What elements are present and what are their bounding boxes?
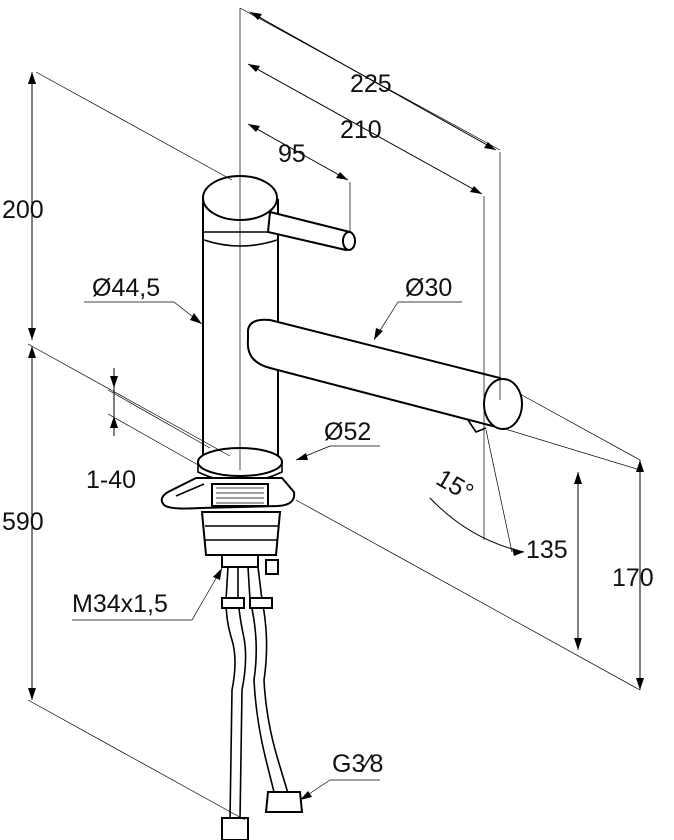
dim-label-200: 200 xyxy=(2,196,44,224)
dim-label-connection: G3⁄8 xyxy=(332,750,383,778)
spout xyxy=(246,318,523,433)
dimension-lines xyxy=(27,7,644,821)
dim-label-95: 95 xyxy=(278,140,306,168)
dim-label-590: 590 xyxy=(2,508,44,536)
dim-label-deck-thickness: 1-40 xyxy=(86,466,136,494)
dim-label-170: 170 xyxy=(612,564,654,592)
lever-handle xyxy=(266,210,356,252)
leader-lines xyxy=(72,301,462,801)
dim-label-spout-angle: 15° xyxy=(431,464,478,507)
dim-label-spout-diameter: Ø30 xyxy=(405,274,452,302)
mounting-hardware xyxy=(160,477,296,575)
hoses xyxy=(221,566,304,840)
dim-label-225: 225 xyxy=(350,70,392,98)
dim-label-135: 135 xyxy=(526,536,568,564)
dim-label-210: 210 xyxy=(340,116,382,144)
dim-label-body-diameter: Ø44,5 xyxy=(92,274,160,302)
dim-label-base-diameter: Ø52 xyxy=(324,418,371,446)
dim-label-thread: M34x1,5 xyxy=(72,590,168,618)
